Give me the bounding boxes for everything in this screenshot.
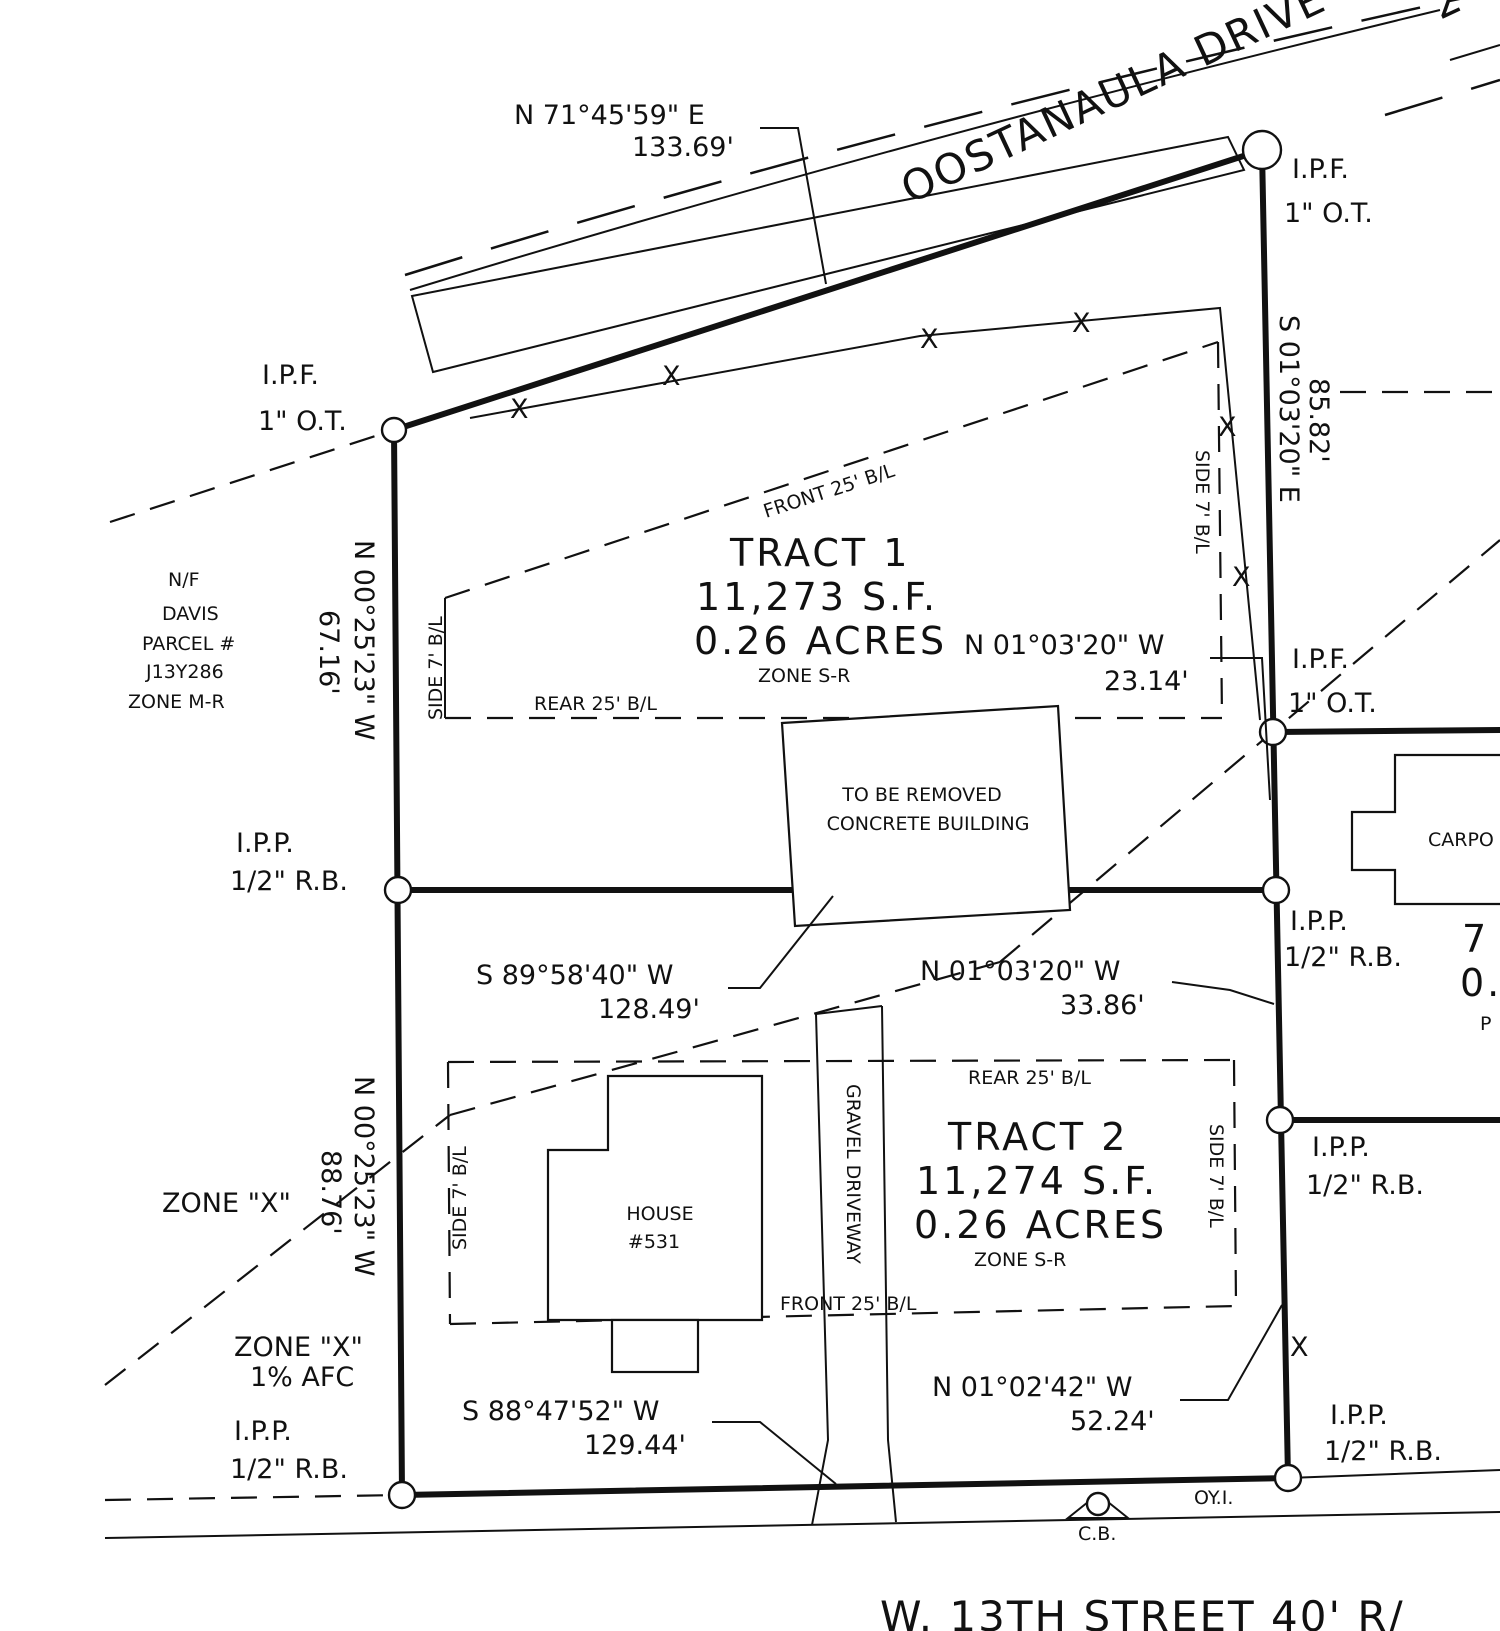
- west-upper-distance: 67.16': [313, 610, 344, 695]
- fence-mark: X: [920, 324, 939, 355]
- east-lower1-bearing: N 01°03'20" W: [920, 956, 1120, 987]
- tract1-rear-setback: REAR 25' B/L: [534, 693, 657, 715]
- catch-basin-label: C.B.: [1078, 1523, 1116, 1545]
- gravel-driveway: [811, 1005, 897, 1526]
- tract1-side-setback-east: SIDE 7' B/L: [1191, 450, 1213, 554]
- house-number: #531: [628, 1231, 680, 1253]
- street-north-suffix: 2: [1424, 0, 1471, 29]
- tract2-name: TRACT 2: [947, 1115, 1128, 1159]
- corner-pins: [380, 129, 1303, 1510]
- neighbor-nf: N/F: [168, 569, 200, 591]
- south-line-bearing: S 88°47'52" W: [462, 1396, 659, 1427]
- setback-lines-tract1: [444, 340, 1224, 720]
- ipp-label-sw: I.P.P.: [234, 1416, 292, 1447]
- ipp-label-se: I.P.P.: [1330, 1400, 1388, 1431]
- property-lines: [391, 147, 1500, 1498]
- tract2-area: 11,274 S.F.: [916, 1159, 1158, 1203]
- west-lower-distance: 88.76': [315, 1150, 346, 1235]
- leader-lines: [712, 127, 1283, 1485]
- neighbor-parcel: PARCEL #: [142, 633, 235, 655]
- street-north-name: OOSTANAULA DRIVE: [894, 0, 1334, 213]
- fence-mark: X: [1290, 1332, 1309, 1363]
- north-line-distance: 133.69': [632, 132, 734, 163]
- ipf-size-east: 1" O.T.: [1288, 688, 1377, 719]
- ipp-size-east-mid: 1/2" R.B.: [1284, 942, 1402, 973]
- fence-mark: X: [510, 394, 529, 425]
- fence-line: [469, 306, 1261, 721]
- flood-zone-afc: 1% AFC: [250, 1362, 354, 1393]
- tract1-area: 11,273 S.F.: [696, 575, 938, 619]
- ipp-size-se: 1/2" R.B.: [1324, 1436, 1442, 1467]
- east-cut-label-1: 7: [1462, 917, 1489, 961]
- east-cut-label-3: P: [1480, 1013, 1491, 1035]
- right-of-way-strip: [410, 135, 1246, 374]
- west-lower-bearing: N 00°25'23" W: [348, 1076, 379, 1276]
- tract2-front-setback: FRONT 25' B/L: [780, 1293, 917, 1315]
- utility-label: OY.I.: [1194, 1487, 1233, 1509]
- tract1-zone: ZONE S-R: [758, 665, 850, 687]
- tract1-front-setback: FRONT 25' B/L: [761, 460, 898, 523]
- ipp-size-sw: 1/2" R.B.: [230, 1454, 348, 1485]
- street-south-name: W. 13TH STREET 40' R/: [880, 1592, 1405, 1631]
- east-mid-bearing: N 01°03'20" W: [964, 630, 1164, 661]
- divide-line-bearing: S 89°58'40" W: [476, 960, 673, 991]
- fence-mark: X: [1232, 562, 1251, 593]
- ipf-label-ne: I.P.F.: [1292, 154, 1349, 185]
- house-outline: [546, 1074, 764, 1322]
- east-lower2-distance: 52.24': [1070, 1406, 1155, 1437]
- divide-line-distance: 128.49': [598, 994, 700, 1025]
- east-cut-label-2: 0.: [1460, 961, 1500, 1005]
- tract2-acres: 0.26 ACRES: [914, 1203, 1167, 1247]
- ipp-label-east-mid: I.P.P.: [1290, 906, 1348, 937]
- concrete-building-label-1: TO BE REMOVED: [841, 784, 1002, 806]
- ipp-label-west-mid: I.P.P.: [236, 828, 294, 859]
- ipp-label-east-lower: I.P.P.: [1312, 1132, 1370, 1163]
- ipf-label-east: I.P.F.: [1292, 644, 1349, 675]
- flood-zone-x: ZONE "X": [162, 1188, 291, 1219]
- tract2-zone: ZONE S-R: [974, 1249, 1066, 1271]
- w13th-road-edge: [104, 1511, 1500, 1539]
- fence-x-marks: X X X X X X X: [510, 308, 1309, 1363]
- east-lower1-distance: 33.86': [1060, 990, 1145, 1021]
- house-porch: [610, 1318, 700, 1374]
- west-upper-bearing: N 00°25'23" W: [348, 540, 379, 740]
- tract1-name: TRACT 1: [729, 531, 910, 575]
- oostanaula-road-lines: [404, 0, 1500, 291]
- catch-basin-symbol: [1065, 1491, 1131, 1519]
- house-label: HOUSE: [626, 1203, 693, 1225]
- ipf-size-nw: 1" O.T.: [258, 406, 347, 437]
- east-lower2-bearing: N 01°02'42" W: [932, 1372, 1132, 1403]
- fence-mark: X: [1218, 412, 1237, 443]
- tract2-side-setback-west: SIDE 7' B/L: [449, 1146, 471, 1250]
- carport-outline: [1350, 753, 1500, 906]
- ipf-size-ne: 1" O.T.: [1284, 198, 1373, 229]
- east-upper-distance: 85.82': [1303, 378, 1334, 463]
- fence-mark: X: [662, 361, 681, 392]
- concrete-building: [780, 704, 1072, 928]
- concrete-building-label-2: CONCRETE BUILDING: [827, 813, 1030, 835]
- tract1-acres: 0.26 ACRES: [694, 619, 947, 663]
- neighbor-name: DAVIS: [162, 603, 219, 625]
- flood-zone-x-afc: ZONE "X": [234, 1332, 363, 1363]
- south-line-distance: 129.44': [584, 1430, 686, 1461]
- neighbor-zone: ZONE M-R: [128, 691, 225, 713]
- east-mid-distance: 23.14': [1104, 666, 1189, 697]
- ipp-size-west-mid: 1/2" R.B.: [230, 866, 348, 897]
- ipp-size-east-lower: 1/2" R.B.: [1306, 1170, 1424, 1201]
- tract2-rear-setback: REAR 25' B/L: [968, 1067, 1091, 1089]
- neighbor-parcel-id: J13Y286: [145, 661, 224, 683]
- ipf-label-nw: I.P.F.: [262, 360, 319, 391]
- tract2-side-setback-east: SIDE 7' B/L: [1205, 1124, 1227, 1228]
- driveway-label: GRAVEL DRIVEWAY: [842, 1084, 864, 1264]
- carport-label: CARPO: [1428, 829, 1494, 851]
- tract1-side-setback-west: SIDE 7' B/L: [425, 616, 447, 720]
- fence-mark: X: [1072, 308, 1091, 339]
- north-line-bearing: N 71°45'59" E: [514, 100, 705, 131]
- east-upper-bearing: S 01°03'20" E: [1273, 315, 1304, 503]
- flood-zone-lines: [104, 390, 1500, 1502]
